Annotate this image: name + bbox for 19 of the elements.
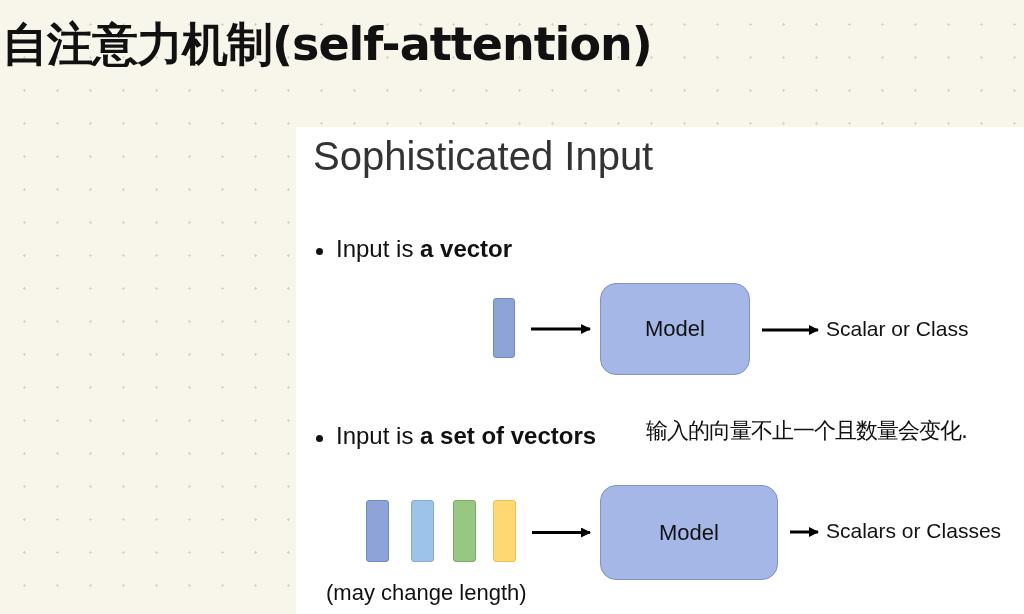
- model-box: Model: [600, 485, 778, 580]
- arrow: [762, 325, 819, 335]
- handwritten-title: 自注意力机制(self-attention): [2, 16, 652, 73]
- arrow: [531, 324, 591, 334]
- output-label: Scalars or Classes: [826, 519, 1021, 545]
- bullet-text: Input is a set of vectors: [336, 422, 597, 450]
- output-label: Scalar or Class: [826, 317, 986, 343]
- vector-bar: [411, 500, 434, 562]
- vector-bar: [453, 500, 476, 562]
- handwritten-note: 输入的向量不止一个且数量会变化.: [646, 417, 967, 445]
- slide-title: Sophisticated Input: [313, 134, 654, 179]
- model-box: Model: [600, 283, 750, 375]
- arrow: [532, 527, 591, 538]
- vector-bar: [493, 500, 516, 562]
- bullet-text: Input is a vector: [336, 235, 513, 263]
- caption-text: (may change length): [326, 580, 527, 606]
- arrow: [790, 527, 819, 537]
- vector-bar: [366, 500, 389, 562]
- vector-bar: [493, 298, 515, 358]
